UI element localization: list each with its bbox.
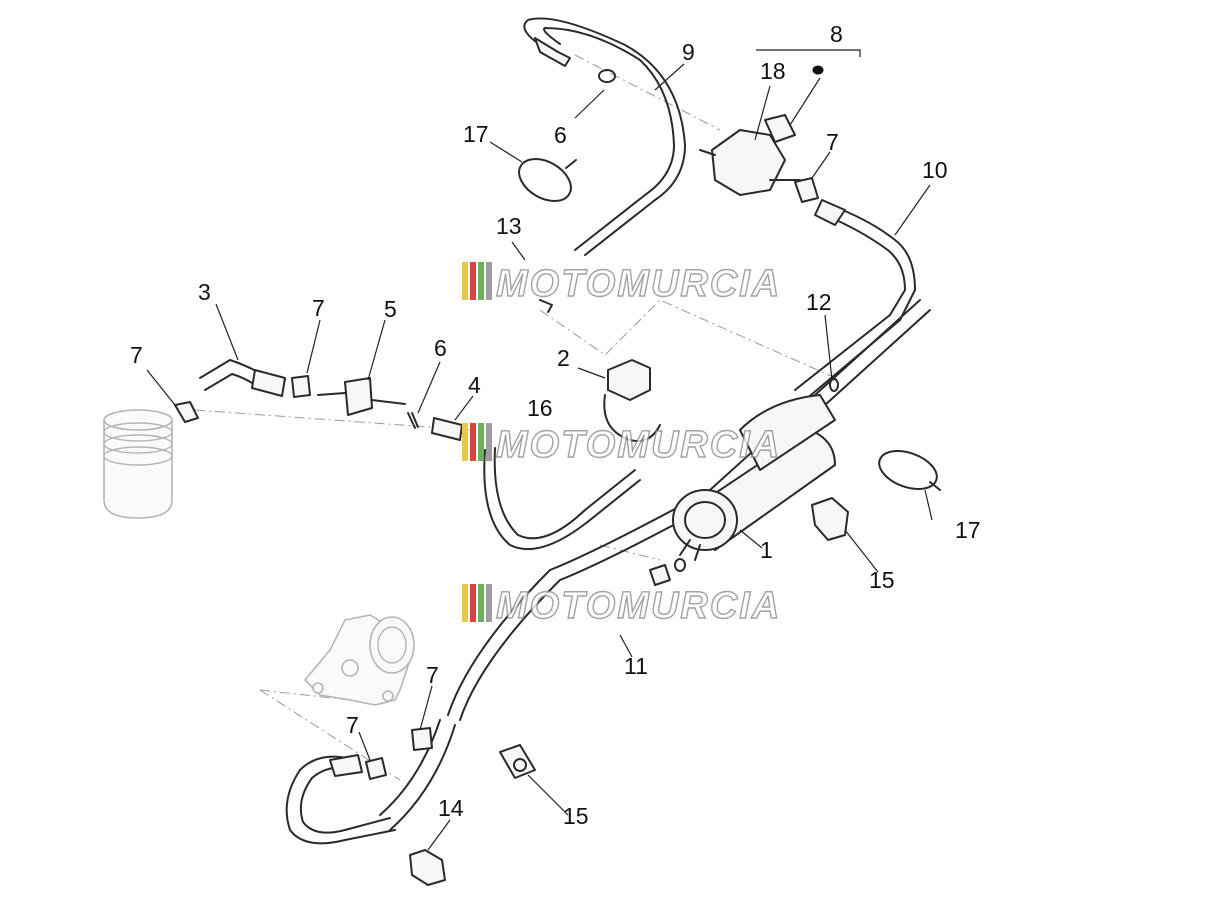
assembly-lines bbox=[194, 54, 841, 781]
callout-4: 4 bbox=[468, 372, 481, 398]
watermark-stripe-1 bbox=[462, 584, 468, 622]
callout-17-right: 17 bbox=[955, 517, 981, 543]
callout-16: 16 bbox=[527, 395, 553, 421]
callout-17-top: 17 bbox=[463, 121, 489, 147]
clamp-7-right bbox=[794, 177, 819, 203]
clip-13 bbox=[539, 299, 553, 313]
spring-clip-6-left bbox=[407, 412, 419, 429]
watermark-middle: MOTOMURCIA bbox=[462, 423, 781, 467]
callout-7-lower: 7 bbox=[426, 662, 439, 688]
callout-5: 5 bbox=[384, 296, 397, 322]
callout-9: 9 bbox=[682, 39, 695, 65]
watermark-top: MOTOMURCIA bbox=[462, 262, 781, 306]
callout-7-lower-left: 7 bbox=[346, 712, 359, 738]
solenoid-valve bbox=[699, 114, 801, 196]
small-hose-4 bbox=[431, 417, 463, 441]
clamp-14 bbox=[409, 849, 446, 886]
hose-3 bbox=[199, 359, 286, 397]
ghost-intake-manifold bbox=[304, 614, 415, 706]
watermark-stripe-2 bbox=[470, 423, 476, 461]
charcoal-canister bbox=[672, 394, 836, 561]
callout-6-top: 6 bbox=[554, 122, 567, 148]
watermark-stripe-2 bbox=[470, 584, 476, 622]
watermark-stripe-3 bbox=[478, 423, 484, 461]
hose-16 bbox=[483, 447, 641, 551]
watermark-text: MOTOMURCIA bbox=[496, 263, 781, 305]
callout-1: 1 bbox=[760, 537, 773, 563]
callout-18: 18 bbox=[760, 58, 786, 84]
watermark-text: MOTOMURCIA bbox=[496, 585, 781, 627]
bracket bbox=[603, 359, 661, 442]
watermark-stripe-1 bbox=[462, 423, 468, 461]
watermark-stripe-2 bbox=[470, 262, 476, 300]
callout-7-right: 7 bbox=[826, 129, 839, 155]
hose-11 bbox=[379, 299, 931, 831]
clamp-7-lower bbox=[411, 727, 433, 751]
leader-lines bbox=[146, 49, 933, 851]
callout-13: 13 bbox=[496, 213, 522, 239]
watermark-stripe-3 bbox=[478, 262, 484, 300]
callout-2: 2 bbox=[557, 345, 570, 371]
clamp-7-left bbox=[174, 401, 199, 423]
watermark-bottom: MOTOMURCIA bbox=[462, 584, 781, 628]
callout-12: 12 bbox=[806, 289, 832, 315]
hose-10 bbox=[794, 199, 916, 401]
spring-clip-6-top bbox=[598, 69, 616, 83]
watermark-stripe-1 bbox=[462, 262, 468, 300]
band-clamp-17-right bbox=[878, 450, 941, 491]
check-valve bbox=[317, 377, 406, 416]
callout-11: 11 bbox=[624, 653, 648, 679]
watermark-text: MOTOMURCIA bbox=[496, 424, 781, 466]
watermark-stripe-3 bbox=[478, 584, 484, 622]
callout-15-right: 15 bbox=[869, 567, 895, 593]
watermark-stripe-4 bbox=[486, 262, 492, 300]
hose-lower-loop bbox=[285, 754, 396, 845]
callout-10: 10 bbox=[922, 157, 948, 183]
watermark-stripe-4 bbox=[486, 423, 492, 461]
callout-15-lower: 15 bbox=[563, 803, 589, 829]
sleeve-7-left bbox=[291, 375, 311, 398]
watermark-stripe-4 bbox=[486, 584, 492, 622]
hose-9 bbox=[523, 17, 686, 256]
clip-15-right bbox=[811, 497, 849, 541]
fitting-12 bbox=[829, 378, 839, 392]
clamp-7-lower-left bbox=[365, 757, 387, 780]
callout-6-left: 6 bbox=[434, 335, 447, 361]
callout-14: 14 bbox=[438, 795, 464, 821]
clip-15-lower bbox=[499, 744, 536, 779]
callout-labels: 1 2 3 4 5 6 6 7 7 7 7 7 8 9 10 11 12 13 … bbox=[130, 21, 981, 829]
band-clamp-17-top bbox=[518, 158, 577, 202]
fitting-lower-canister bbox=[649, 558, 686, 586]
ghost-throttle-inlet bbox=[103, 409, 173, 519]
callout-8: 8 bbox=[830, 21, 843, 47]
o-ring-18 bbox=[812, 65, 824, 75]
callout-7-mid: 7 bbox=[312, 295, 325, 321]
callout-3: 3 bbox=[198, 279, 211, 305]
callout-7-left: 7 bbox=[130, 342, 143, 368]
